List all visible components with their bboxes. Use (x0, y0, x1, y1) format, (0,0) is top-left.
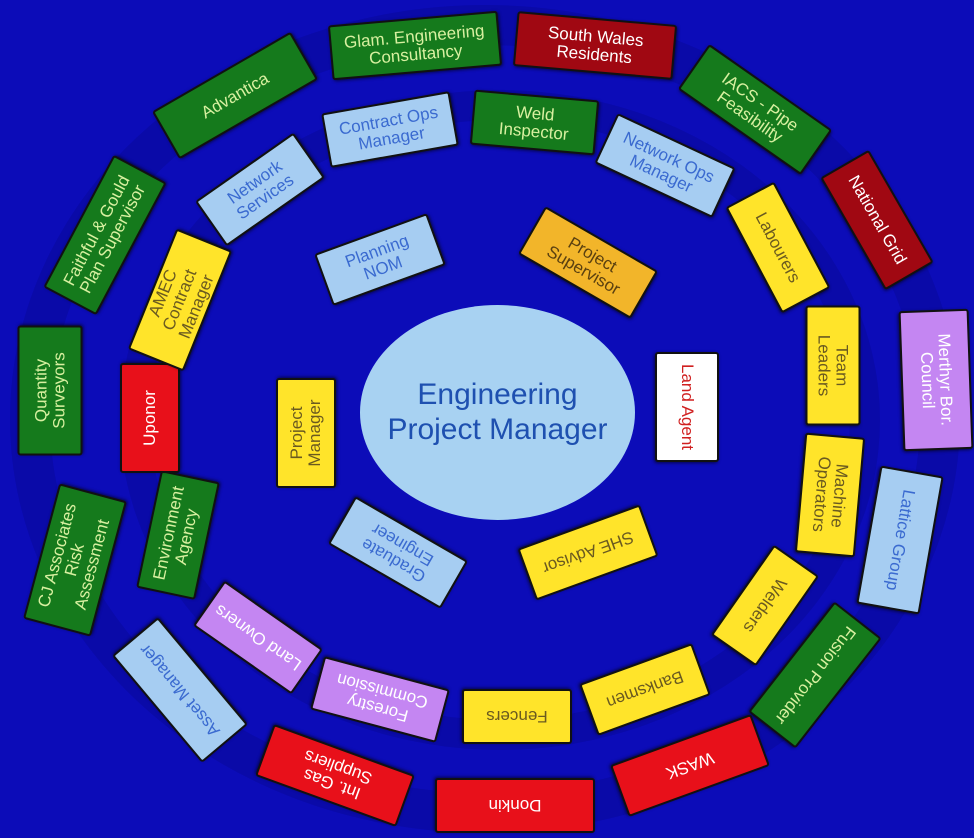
node-label: Donkin (488, 796, 542, 816)
node-label: Land Agent (677, 363, 697, 451)
node-uponor: Uponor (120, 363, 180, 473)
node-label: WASK (663, 748, 717, 784)
node-weld-inspector: Weld Inspector (469, 89, 600, 156)
node-label: Quantity Surveyors (31, 352, 68, 429)
node-project-manager: Project Manager (276, 378, 336, 488)
node-label: Fencers (486, 707, 548, 727)
node-donkin: Donkin (435, 778, 595, 833)
node-label: Uponor (140, 390, 160, 446)
node-label: Environment Agency (149, 484, 202, 582)
node-label: Machine Operators (808, 455, 852, 533)
node-label: Contract Ops Manager (337, 102, 440, 154)
node-fencers: Fencers (462, 689, 572, 744)
node-label: Lattice Group (882, 488, 919, 592)
node-merthyr-council: Merthyr Bor. Council (898, 308, 974, 452)
node-land-agent: Land Agent (655, 352, 719, 462)
node-quantity-surveyors: Quantity Surveyors (17, 325, 83, 456)
center-line-1: Engineering (417, 378, 578, 411)
node-label: Merthyr Bor. Council (917, 333, 957, 427)
node-machine-operators: Machine Operators (794, 432, 866, 558)
central-node-engineering-project-manager: Engineering Project Manager (360, 305, 635, 520)
node-label: Weld Inspector (498, 102, 570, 144)
node-label: Banksmen (604, 667, 687, 713)
node-label: Glam. Engineering Consultancy (343, 20, 486, 68)
node-label: Welders (739, 574, 791, 637)
node-label: Project Manager (287, 399, 324, 467)
node-label: Team Leaders (815, 334, 852, 397)
node-team-leaders: Team Leaders (805, 305, 861, 426)
node-label: South Wales Residents (547, 22, 645, 67)
center-line-2: Project Manager (387, 412, 608, 446)
